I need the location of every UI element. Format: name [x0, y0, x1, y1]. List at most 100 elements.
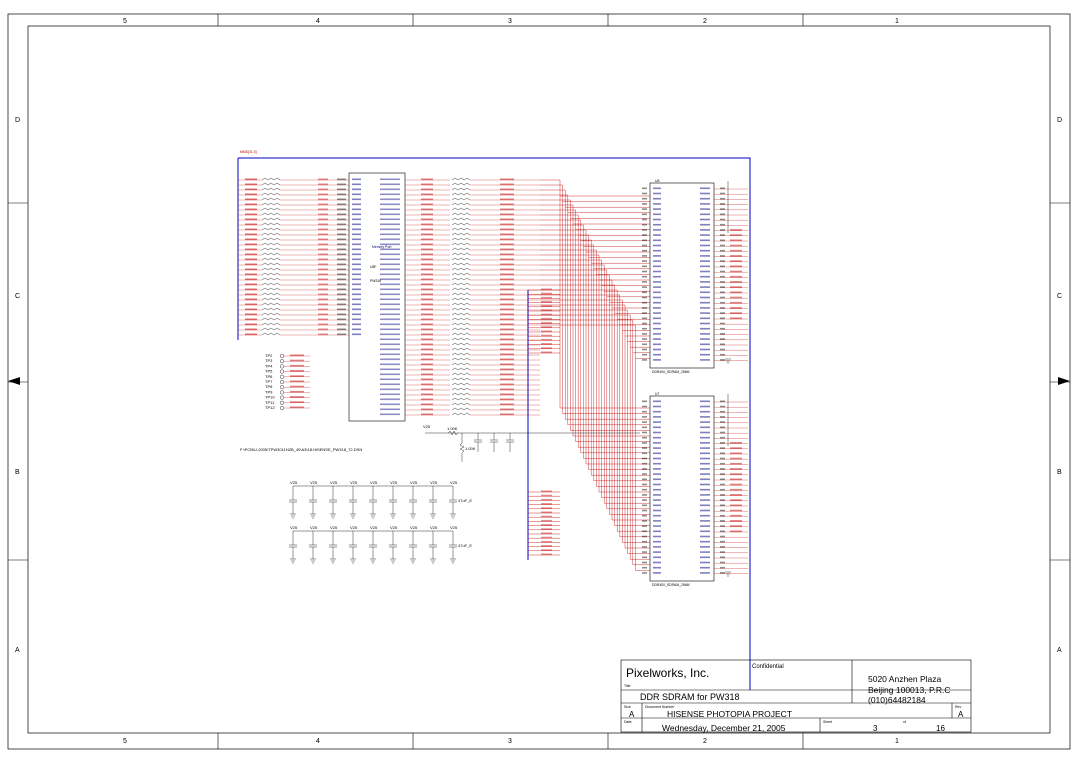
- pin-number-mark: [720, 520, 725, 522]
- resistor-icon: [261, 197, 281, 201]
- col-label-bottom-3: 3: [508, 738, 512, 745]
- pin-name-mark: [380, 343, 400, 346]
- net-label-mark: [318, 218, 328, 221]
- net-label-mark: [541, 528, 552, 530]
- pin-number-mark: [642, 353, 647, 356]
- pin-name-mark: [653, 514, 661, 517]
- pin-number-mark: [337, 178, 346, 181]
- pin-name-mark: [352, 193, 361, 196]
- net-label-mark: [290, 359, 304, 362]
- pin-name-mark: [653, 535, 661, 538]
- net-label-mark: [421, 378, 433, 381]
- net-label-mark: [245, 228, 257, 231]
- net-label-mark: [541, 515, 552, 518]
- net-label-mark: [730, 504, 742, 507]
- pin-name-mark: [700, 462, 710, 465]
- net-label-mark: [500, 203, 514, 206]
- pin-number-mark: [720, 307, 725, 309]
- net-label-mark: [421, 208, 433, 211]
- net-label-mark: [730, 468, 742, 470]
- pin-name-mark: [653, 442, 661, 444]
- pin-name-mark: [700, 546, 710, 548]
- net-label-mark: [318, 283, 328, 286]
- dram-bottom-block: [649, 395, 715, 582]
- net-label-mark: [245, 223, 257, 226]
- net-label-mark: [541, 536, 552, 539]
- resistor-icon: [261, 207, 281, 211]
- pin-name-mark: [380, 348, 400, 351]
- resistor-icon: [451, 252, 471, 256]
- net-label-mark: [290, 375, 304, 377]
- net-label-mark: [245, 318, 257, 321]
- pin-number-mark: [337, 333, 346, 336]
- net-label-mark: [541, 351, 552, 354]
- pin-name-mark: [653, 540, 661, 543]
- pin-number-mark: [720, 416, 725, 418]
- pin-number-mark: [720, 286, 725, 288]
- resistor-icon: [451, 192, 471, 196]
- resistor-icon: [451, 392, 471, 396]
- test-point-label: TP5: [265, 369, 273, 374]
- net-label-mark: [730, 478, 742, 481]
- pin-name-mark: [380, 178, 400, 181]
- net-label-mark: [730, 494, 742, 496]
- pin-number-mark: [642, 436, 647, 439]
- pin-name-mark: [352, 248, 361, 251]
- pin-name-mark: [380, 213, 400, 216]
- pin-name-mark: [380, 198, 400, 201]
- net-label-mark: [730, 255, 742, 257]
- pin-name-mark: [352, 263, 361, 266]
- pin-number-mark: [642, 312, 647, 314]
- pin-name-mark: [380, 413, 400, 416]
- pin-name-mark: [380, 353, 400, 356]
- net-label-mark: [541, 498, 552, 501]
- net-label-mark: [541, 511, 552, 514]
- net-label-mark: [421, 408, 433, 411]
- pin-name-mark: [380, 288, 400, 291]
- net-label-mark: [245, 278, 257, 281]
- col-label-bottom-4: 4: [316, 738, 320, 745]
- resistor-icon: [451, 237, 471, 241]
- pin-name-mark: [700, 426, 710, 429]
- pin-name-mark: [700, 281, 710, 283]
- net-label-mark: [500, 318, 514, 321]
- vcc-label: V25: [350, 525, 358, 530]
- dram-top-part: DDR400_SDRAM_256M: [652, 370, 690, 374]
- vref-res-top: 1.00K: [447, 426, 458, 431]
- net-label-mark: [318, 303, 328, 306]
- file-path-note: F:\PCB\U-2005\TPW3011HZB_40\A3\18.HISENS…: [240, 447, 362, 452]
- pin-number-mark: [642, 239, 647, 242]
- pin-name-mark: [700, 260, 710, 262]
- vcc-label: V25: [430, 525, 438, 530]
- pin-name-mark: [653, 421, 661, 423]
- pin-name-mark: [653, 317, 661, 320]
- pin-number-mark: [337, 248, 346, 251]
- pin-number-mark: [720, 291, 725, 294]
- pin-name-mark: [380, 338, 400, 341]
- resistor-icon: [261, 182, 281, 186]
- pin-name-mark: [653, 255, 661, 257]
- net-label-mark: [245, 263, 257, 266]
- test-point-icon: [280, 400, 285, 405]
- resistor-icon: [261, 247, 281, 251]
- pin-number-mark: [642, 504, 647, 507]
- ground-icon: [725, 358, 731, 364]
- pin-number-mark: [720, 400, 725, 403]
- net-label-mark: [421, 413, 433, 416]
- date-label: Date:: [624, 720, 632, 724]
- pin-name-mark: [700, 457, 710, 460]
- pin-number-mark: [720, 312, 725, 314]
- pin-name-mark: [380, 283, 400, 286]
- capacitor-icon: [289, 531, 297, 564]
- pin-name-mark: [352, 233, 361, 236]
- net-label-mark: [421, 218, 433, 221]
- pin-number-mark: [642, 520, 647, 522]
- resistor-icon: [261, 317, 281, 321]
- ground-icon: [725, 571, 731, 577]
- net-label-mark: [245, 328, 257, 331]
- drawing-title: DDR SDRAM for PW318: [640, 692, 740, 702]
- net-label-mark: [318, 213, 328, 216]
- test-point-label: TP4: [265, 363, 273, 368]
- resistor-icon: [451, 282, 471, 286]
- resistor-icon: [261, 212, 281, 216]
